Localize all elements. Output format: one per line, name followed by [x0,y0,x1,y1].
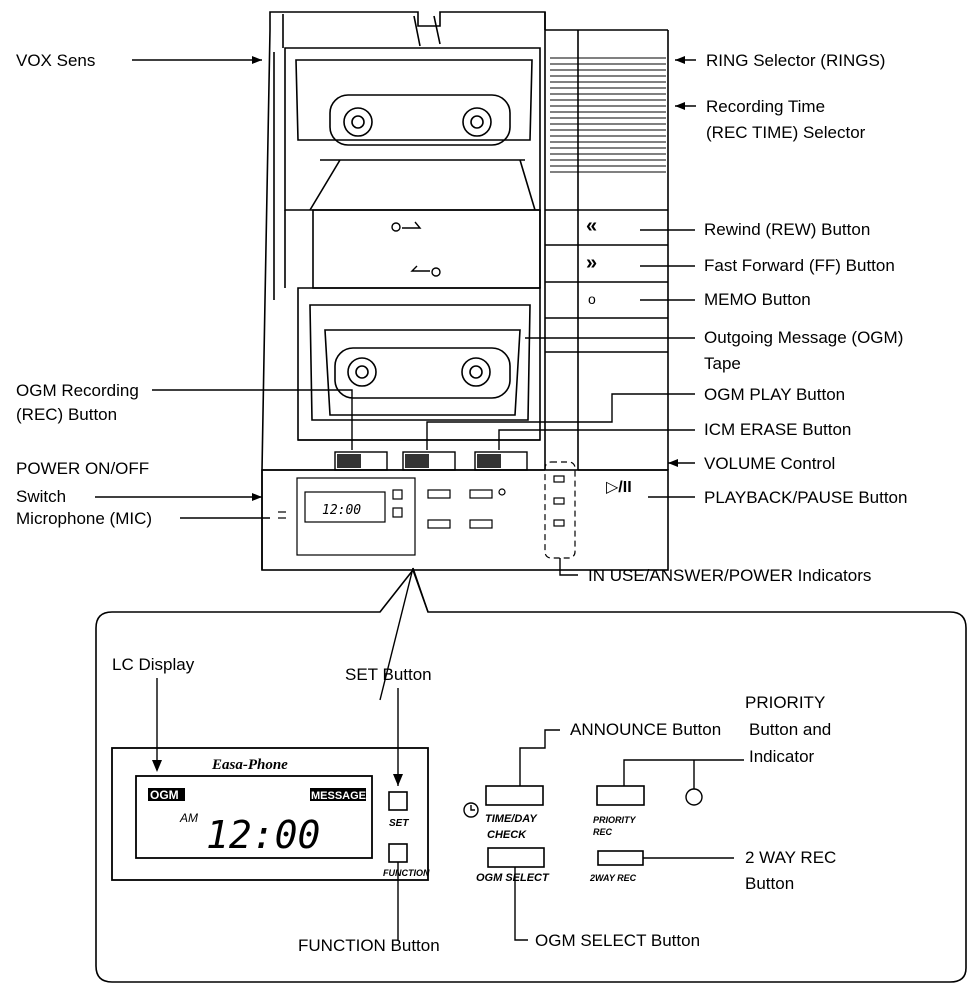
label-lc-display: LC Display [112,655,195,674]
tape-keys [334,451,528,471]
priority-button[interactable] [596,785,645,806]
announce-button[interactable] [485,785,544,806]
lcd-brand: Easa-Phone [211,757,288,773]
label-indicators: IN USE/ANSWER/POWER Indicators [588,566,871,585]
function-button[interactable] [388,843,408,863]
label-icm-erase: ICM ERASE Button [704,420,851,439]
label-rec-time-1: Recording Time [706,97,825,116]
lcd-time: 12:00 [206,813,320,857]
label-2way-rec-1: 2 WAY REC [745,848,836,867]
device-leader-lines [95,59,696,701]
label-playback-pause: PLAYBACK/PAUSE Button [704,488,907,507]
icm-erase-key[interactable] [477,454,501,468]
ff-symbol[interactable]: » [586,252,597,274]
mini-lcd-time: 12:00 [322,503,361,518]
set-small-label: SET [389,818,409,829]
label-fast-forward: Fast Forward (FF) Button [704,256,895,275]
label-microphone: Microphone (MIC) [16,509,152,528]
callout-labels: VOX Sens RING Selector (RINGS) Recording… [16,51,907,955]
am-label: AM [179,811,198,825]
eject-arrows [391,221,441,277]
device-body [261,11,669,571]
message-badge-bg [310,788,366,801]
label-priority-1: PRIORITY [745,693,825,712]
detail-frame [95,568,967,983]
label-ogm-select-button: OGM SELECT Button [535,931,700,950]
label-rewind: Rewind (REW) Button [704,220,870,239]
device-front-panel [278,461,576,559]
label-ogm-play: OGM PLAY Button [704,385,845,404]
label-function-button: FUNCTION Button [298,936,440,955]
label-ogm-rec-1: OGM Recording [16,381,139,400]
ogm-select-small: OGM SELECT [476,872,550,884]
panel-leader-lines [156,678,744,941]
playback-symbol[interactable]: ▷/II [606,479,632,496]
lcd-screen [135,775,373,859]
set-button[interactable] [388,791,408,811]
priority-indicator [685,788,703,806]
priority-small-1: PRIORITY [593,815,637,825]
label-priority-2: Button and [749,720,831,739]
time-day-label-1: TIME/DAY [485,813,538,825]
label-memo: MEMO Button [704,290,811,309]
label-vox-sens: VOX Sens [16,51,95,70]
label-ogm-tape-1: Outgoing Message (OGM) [704,328,903,347]
ogm-badge-bg [148,788,185,801]
time-day-label-2: CHECK [487,829,527,841]
ogm-rec-key[interactable] [337,454,361,468]
panel-arrowheads [152,760,403,786]
label-power-2: Switch [16,487,66,506]
lcd-module [111,747,429,881]
label-set-button: SET Button [345,665,432,684]
ogm-play-key[interactable] [405,454,429,468]
lower-cassette-reels [347,357,491,387]
rew-symbol[interactable]: « [586,215,597,237]
two-way-rec-button[interactable] [597,850,644,866]
upper-cassette-reels [343,107,492,137]
ogm-select-button[interactable] [487,847,545,868]
clock-icon [463,802,479,818]
label-power-1: POWER ON/OFF [16,459,149,478]
label-rec-time-2: (REC TIME) Selector [706,123,866,142]
priority-small-2: REC [593,827,613,837]
label-priority-3: Indicator [749,747,815,766]
label-volume: VOLUME Control [704,454,835,473]
device-arrowheads [252,56,685,501]
function-small-label: FUNCTION [383,868,430,878]
label-2way-rec-2: Button [745,874,794,893]
message-badge: MESSAGE [311,790,366,802]
ogm-badge: OGM [150,788,179,802]
label-ogm-tape-2: Tape [704,354,741,373]
label-announce: ANNOUNCE Button [570,720,721,739]
label-ogm-rec-2: (REC) Button [16,405,117,424]
two-way-small: 2WAY REC [589,873,637,883]
label-ring-selector: RING Selector (RINGS) [706,51,885,70]
memo-symbol[interactable]: o [588,291,596,307]
